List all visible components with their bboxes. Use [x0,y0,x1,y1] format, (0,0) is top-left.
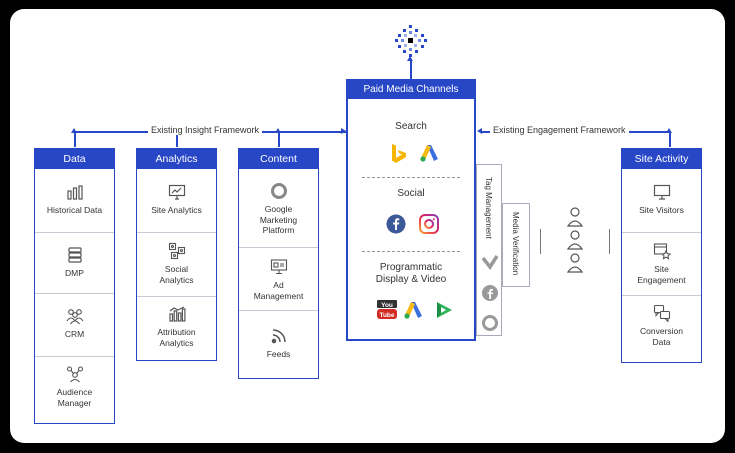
tag-management-label: Tag Management [484,177,493,239]
facebook-icon [386,214,406,234]
tag-management-strip: Tag Management [476,164,502,336]
svg-text:Tube: Tube [379,312,394,319]
social-analytics-icon [168,242,185,260]
database-icon [67,247,82,263]
content-item-label: Ad Management [253,280,304,301]
monitor-icon [653,184,670,200]
section-divider [362,177,460,178]
paid-media-panel: Paid Media Channels Search Social Progra… [346,79,476,341]
bing-icon [392,144,406,163]
diagram-canvas: Existing Insight Framework Existing Enga… [10,9,725,443]
data-item-label: Audience Manager [56,387,93,408]
insight-drop-data [74,131,76,147]
engagement-star-icon [653,243,671,260]
site-activity-item-visitors: Site Visitors [622,170,701,232]
insight-framework-label: Existing Insight Framework [148,125,263,135]
dot-grid-logo-icon [395,25,427,57]
analytics-item-attribution: Attribution Analytics [137,296,216,361]
search-section-title: Search [395,121,427,132]
analytics-column: Analytics Site Analytics Social Analytic… [136,148,217,361]
site-activity-item-engagement: Site Engagement [622,232,701,296]
content-column: Content Google Marketing Platform Ad Man… [238,148,319,379]
programmatic-line-1: Programmatic [379,262,443,273]
paid-media-title: Paid Media Channels [348,81,474,99]
site-activity-item-label: Site Visitors [639,205,684,215]
engagement-arrow-left [477,128,482,134]
data-item-audience: Audience Manager [35,356,114,424]
content-item-gmp: Google Marketing Platform [239,170,318,247]
analytics-column-title: Analytics [137,149,216,169]
insight-arrow-right [341,128,346,134]
site-activity-column-title: Site Activity [622,149,701,169]
programmatic-line-2: Display & Video [375,274,447,285]
tag-icon-3 [482,315,498,331]
user-icon [567,207,583,227]
tag-icon-1 [481,255,499,271]
analytics-item-label: Social Analytics [159,264,194,285]
google-marketing-platform-icon [270,183,287,199]
analytics-item-label: Attribution Analytics [157,327,196,348]
content-item-label: Feeds [266,349,291,359]
social-section-title: Social [397,188,425,199]
data-item-historical: Historical Data [35,170,114,232]
display-video-icon [437,302,452,318]
google-ads-icon [404,302,422,319]
data-item-label: CRM [64,329,85,339]
site-activity-item-label: Conversion Data [640,326,683,347]
content-item-ad-management: Ad Management [239,247,318,311]
insight-drop-analytics [176,131,178,147]
programmatic-section-title: Programmatic Display & Video [348,262,474,286]
google-ads-icon [420,145,438,162]
engagement-framework-label: Existing Engagement Framework [490,125,629,135]
logo-arrow [407,56,413,61]
data-column-title: Data [35,149,114,169]
user-icon [567,230,583,250]
user-icon [567,253,583,273]
instagram-icon [419,214,439,234]
analytics-item-site: Site Analytics [137,170,216,232]
insight-arrow-content [275,128,281,133]
insight-drop-content [278,131,280,147]
divider-left [540,229,542,254]
engagement-arrow-site [666,128,672,133]
data-item-label: DMP [65,268,84,278]
content-column-title: Content [239,149,318,169]
audience-network-icon [66,366,83,383]
svg-text:You: You [381,302,393,309]
chat-bubbles-icon [653,304,670,322]
site-activity-item-conversion: Conversion Data [622,295,701,363]
section-divider [362,251,460,252]
ad-management-icon [270,259,287,275]
content-item-label: Google Marketing Platform [259,204,298,235]
data-item-crm: CRM [35,293,114,357]
tag-icon-2 [482,285,498,301]
data-column: Data Historical Data DMP CRM Audience Ma… [34,148,115,424]
analytics-item-social: Social Analytics [137,232,216,297]
data-item-label: Historical Data [46,205,103,215]
bar-chart-icon [66,185,83,200]
data-item-dmp: DMP [35,232,114,294]
media-verification-box: Media Verification [502,203,530,287]
analytics-item-label: Site Analytics [151,205,202,215]
logo-connector [410,59,412,79]
site-activity-item-label: Site Engagement [637,264,686,285]
media-verification-label: Media Verification [511,212,520,276]
rss-feed-icon [271,329,286,344]
insight-arrow-data-top [71,128,77,133]
monitor-chart-icon [168,184,185,200]
divider-right [609,229,611,254]
content-item-feeds: Feeds [239,310,318,379]
people-group-icon [66,309,83,325]
attribution-chart-icon [168,306,185,322]
engagement-drop [669,131,671,147]
site-activity-column: Site Activity Site Visitors Site Engagem… [621,148,702,363]
